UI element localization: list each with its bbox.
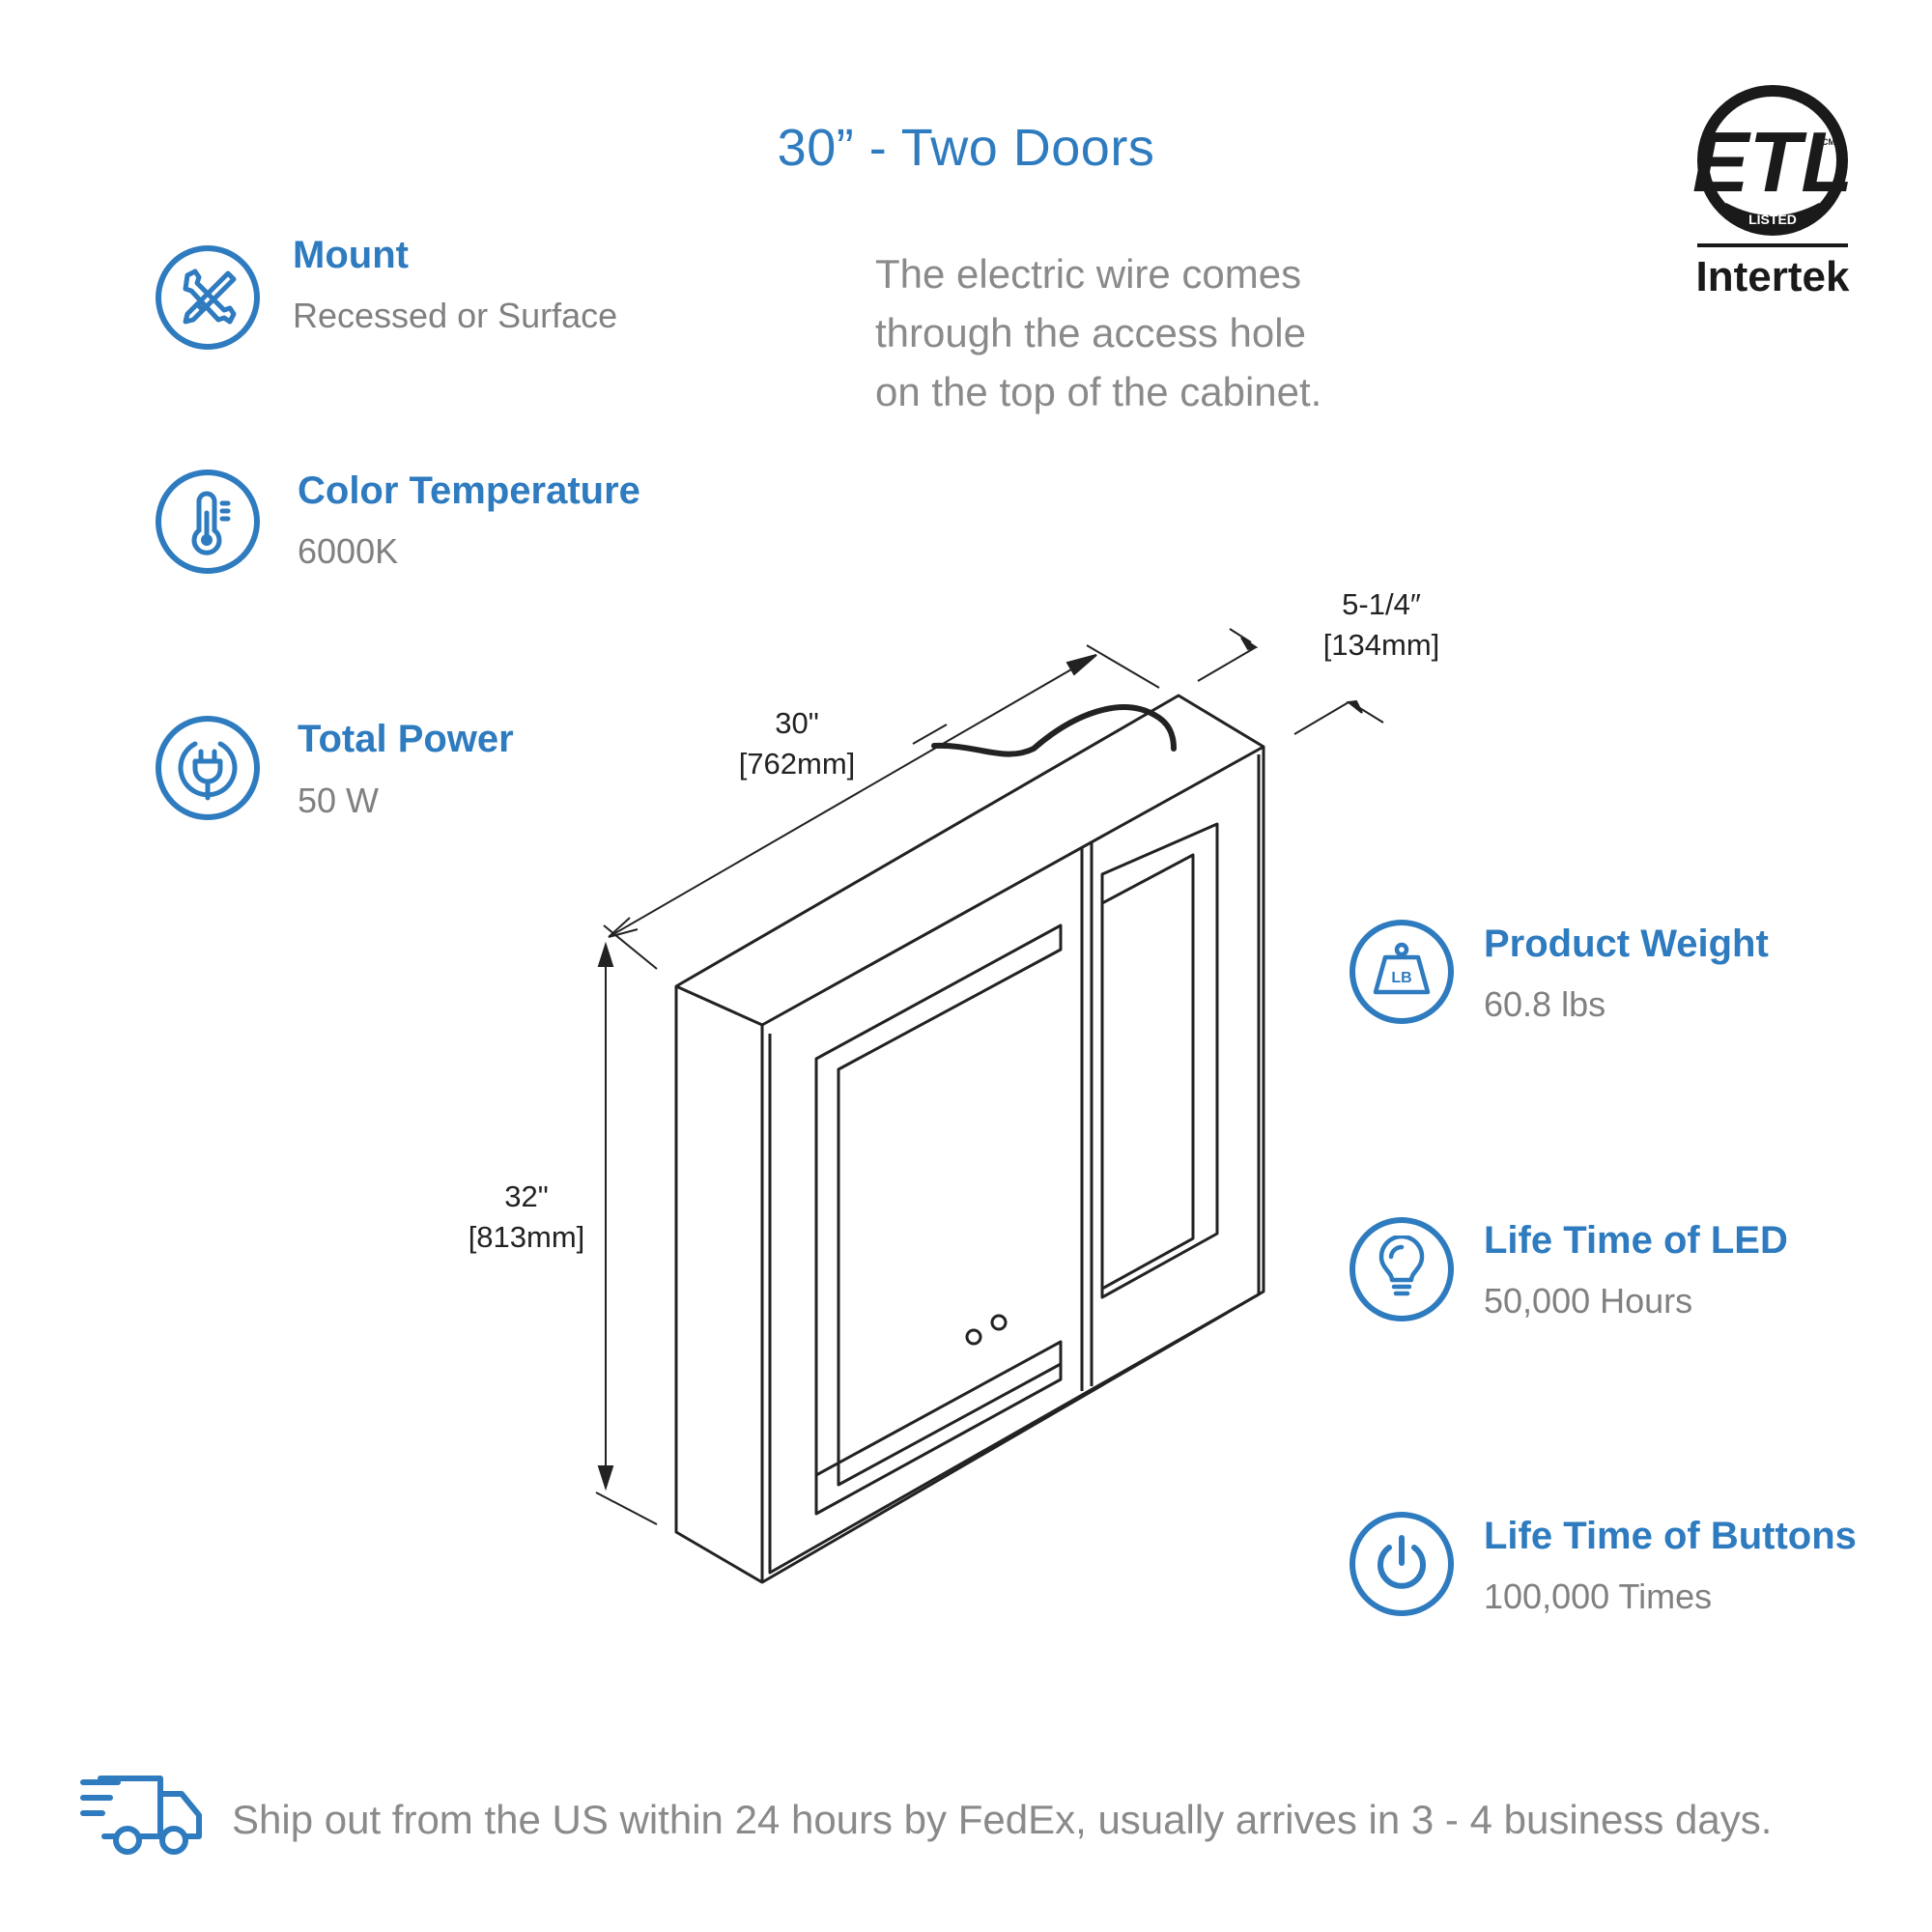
page-title: 30” - Two Doors <box>777 119 1155 177</box>
button-lifetime-value: 100,000 Times <box>1484 1577 1713 1616</box>
color-temperature-label: Color Temperature <box>298 469 640 512</box>
height-mm: [813mm] <box>468 1220 585 1254</box>
wire-note-line-3: on the top of the cabinet. <box>875 369 1322 414</box>
tools-icon <box>156 245 260 350</box>
depth-mm: [134mm] <box>1322 628 1440 662</box>
depth-dimension-label: 5-1/4″ [134mm] <box>1294 584 1468 666</box>
touch-button-1 <box>965 1328 982 1346</box>
product-weight-value: 60.8 lbs <box>1484 984 1606 1024</box>
wire-note: The electric wire comes through the acce… <box>875 244 1321 421</box>
width-inch: 30" <box>775 706 819 740</box>
etl-certification-logo: ETL LISTED CM Intertek <box>1686 77 1860 309</box>
lightbulb-icon <box>1350 1217 1454 1321</box>
wire-note-line-1: The electric wire comes <box>875 251 1302 297</box>
feature-product-weight: LB <box>1350 920 1454 1024</box>
etl-listed-mark: ETL LISTED CM <box>1692 85 1853 236</box>
right-door-led-frame <box>1100 822 1219 1299</box>
cabinet-body <box>674 694 1265 1584</box>
led-lifetime-label: Life Time of LED <box>1484 1219 1788 1262</box>
thermometer-icon <box>156 469 260 574</box>
feature-color-temperature <box>156 469 260 574</box>
height-dimension-label: 32" [813mm] <box>444 1177 609 1258</box>
svg-text:LISTED: LISTED <box>1748 212 1797 227</box>
width-mm: [762mm] <box>738 747 856 781</box>
svg-text:ETL: ETL <box>1692 114 1853 210</box>
plug-icon <box>156 716 260 820</box>
width-dimension-label: 30" [762mm] <box>715 703 879 784</box>
shipping-info: Ship out from the US within 24 hours by … <box>232 1797 1773 1842</box>
led-lifetime-value: 50,000 Hours <box>1484 1281 1693 1321</box>
power-icon <box>1350 1512 1454 1616</box>
feature-led-lifetime <box>1350 1217 1454 1321</box>
total-power-label: Total Power <box>298 718 514 760</box>
wire-note-line-2: through the access hole <box>875 310 1306 355</box>
touch-button-2 <box>990 1314 1008 1331</box>
feature-total-power <box>156 716 260 820</box>
color-temperature-value: 6000K <box>298 531 399 571</box>
electric-wire <box>931 704 1177 757</box>
weight-icon: LB <box>1350 920 1454 1024</box>
button-lifetime-label: Life Time of Buttons <box>1484 1515 1857 1557</box>
product-weight-label: Product Weight <box>1484 923 1769 965</box>
depth-inch: 5-1/4″ <box>1342 587 1421 621</box>
mount-label: Mount <box>293 234 409 276</box>
total-power-value: 50 W <box>298 781 380 820</box>
delivery-truck-icon <box>79 1773 205 1864</box>
mount-value: Recessed or Surface <box>293 296 618 335</box>
feature-mount <box>156 245 260 350</box>
svg-text:LB: LB <box>1391 970 1411 986</box>
intertek-brand: Intertek <box>1695 253 1850 300</box>
feature-button-lifetime <box>1350 1512 1454 1616</box>
left-door-led-frame <box>814 923 1063 1487</box>
svg-text:CM: CM <box>1822 137 1835 147</box>
height-inch: 32" <box>504 1179 549 1213</box>
